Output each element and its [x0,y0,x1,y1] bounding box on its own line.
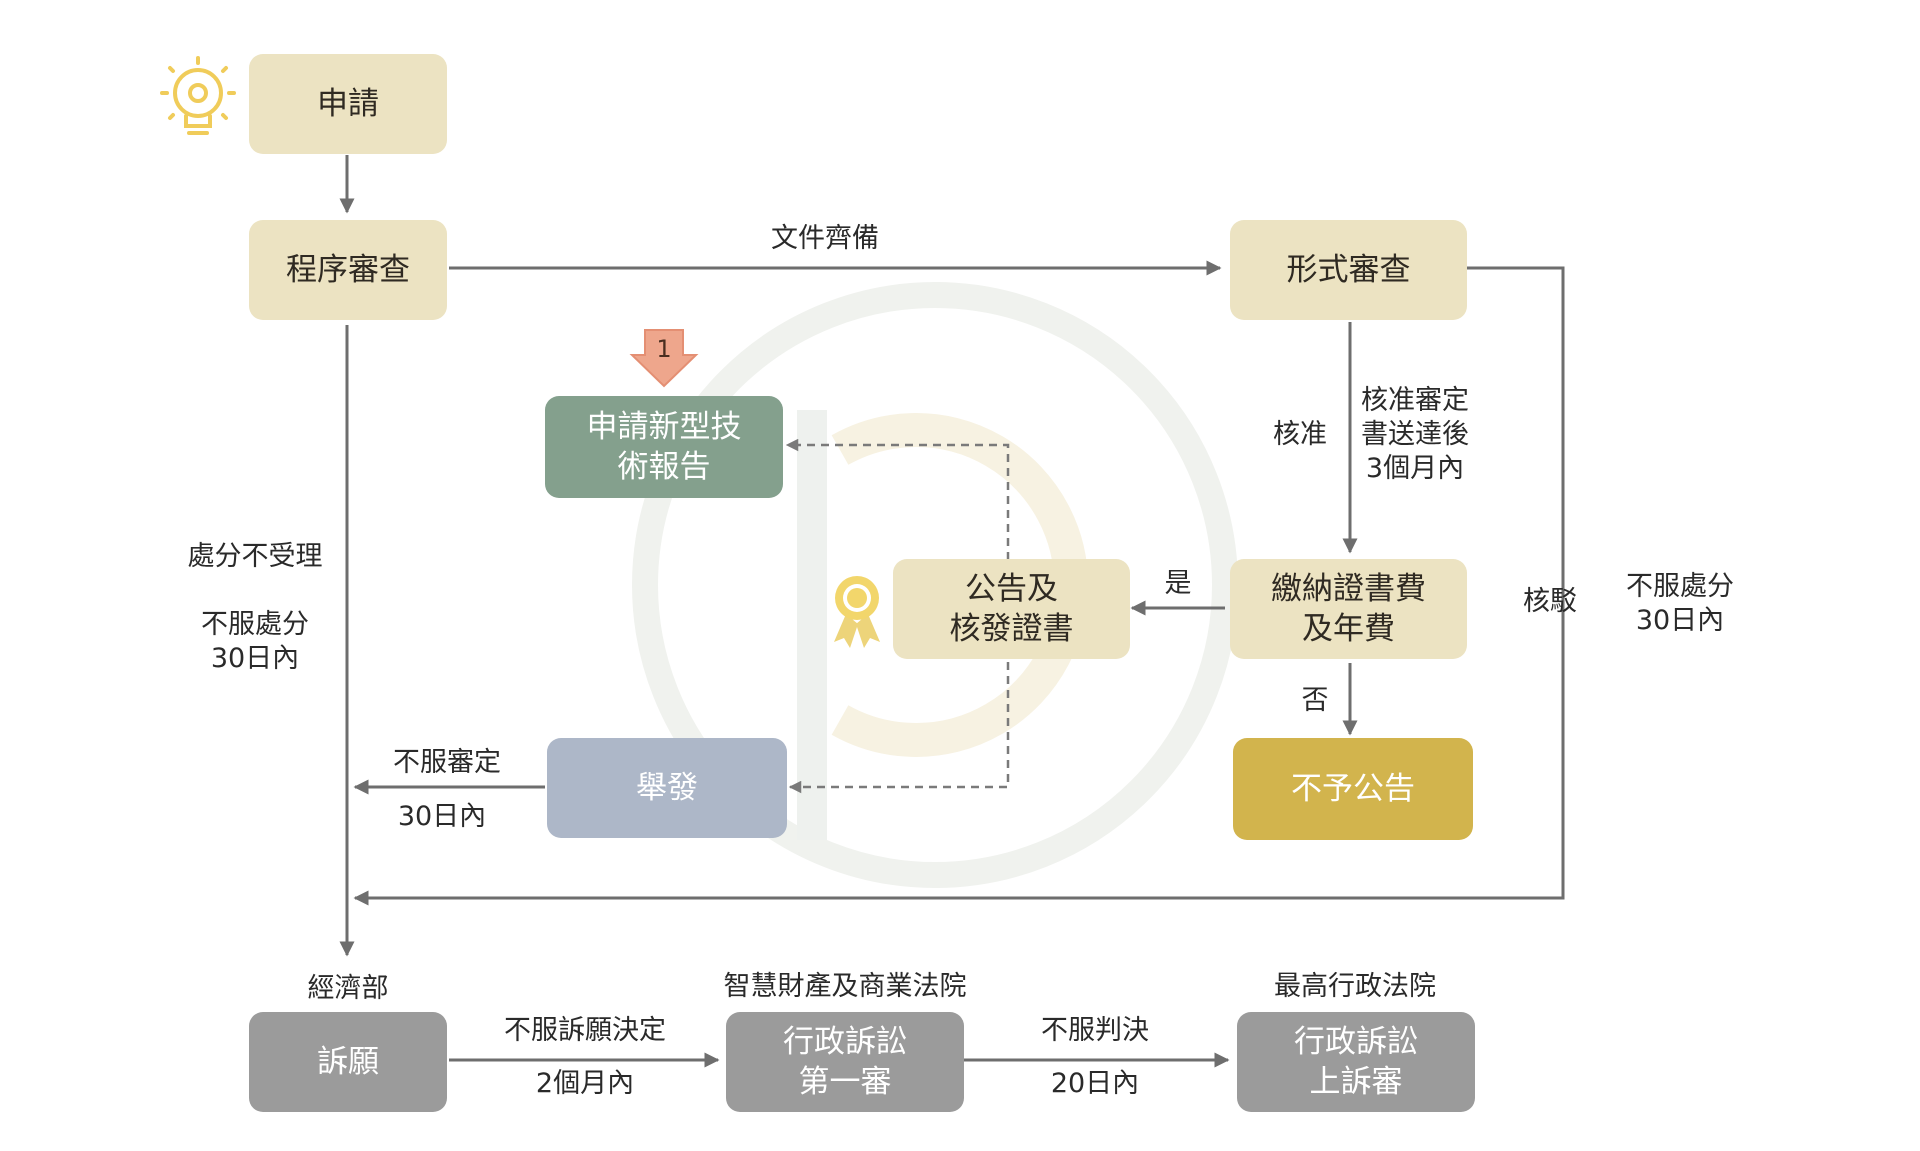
label-dispute-30days-left: 不服處分 30日內 [201,609,309,674]
node-publish-cert[interactable]: 公告及 核發證書 [893,559,1130,659]
dashed-arrow-to-invalidation [788,662,1010,794]
node-appeal-label: 訴願 [317,1044,379,1080]
node-publish-cert-label: 公告及 核發證書 [949,571,1074,647]
dashed-arrow-to-tech-report [785,438,1010,560]
node-invalidation-label: 舉發 [636,770,698,806]
label-dispute-judgment-deadline: 20日內 [1050,1068,1140,1099]
label-dispute-appeal-deadline: 2個月內 [535,1068,635,1099]
label-reject-formal: 核駁 [1523,586,1577,617]
label-dispute-review: 不服審定 [393,747,501,778]
label-approve: 核准 [1273,419,1327,450]
node-appeal[interactable]: 訴願 [249,1012,447,1112]
node-procedural-review[interactable]: 程序審查 [249,220,447,320]
label-dispute-review-deadline: 30日內 [397,801,487,832]
label-yes: 是 [1164,568,1192,599]
label-ip-court: 智慧財產及商業法院 [723,971,967,1002]
node-apply-label: 申請 [317,86,379,122]
label-supreme-admin-court: 最高行政法院 [1274,971,1436,1002]
label-dispute-30days-right: 不服處分 30日內 [1626,571,1734,636]
label-dispute-judgment: 不服判決 [1041,1015,1149,1046]
label-dispute-appeal: 不服訴願決定 [504,1015,666,1046]
node-admin-first[interactable]: 行政訴訟 第一審 [726,1012,964,1112]
arrow-formal-reject-loop [353,266,1565,906]
node-tech-report-label: 申請新型技 術報告 [586,409,742,485]
node-formal-review[interactable]: 形式審查 [1230,220,1467,320]
node-pay-fees[interactable]: 繳納證書費 及年費 [1230,559,1467,659]
node-admin-appeal[interactable]: 行政訴訟 上訴審 [1237,1012,1475,1112]
label-reject-disposition: 處分不受理 [187,541,323,572]
node-apply[interactable]: 申請 [249,54,447,154]
node-procedural-review-label: 程序審查 [286,252,410,288]
tech-report-badge-number: 1 [656,335,672,363]
node-admin-appeal-label: 行政訴訟 上訴審 [1294,1024,1418,1100]
label-approve-deadline: 核准審定 書送達後 3個月內 [1361,385,1469,484]
node-pay-fees-label: 繳納證書費 及年費 [1271,571,1426,647]
label-moea: 經濟部 [307,973,389,1004]
node-invalidation[interactable]: 舉發 [547,738,787,838]
label-no: 否 [1301,685,1329,716]
node-tech-report[interactable]: 申請新型技 術報告 [545,396,783,498]
node-not-published-label: 不予公告 [1291,771,1415,807]
node-admin-first-label: 行政訴訟 第一審 [783,1024,907,1100]
label-documents-complete: 文件齊備 [771,223,879,254]
node-not-published[interactable]: 不予公告 [1233,738,1473,840]
node-formal-review-label: 形式審查 [1286,252,1411,288]
